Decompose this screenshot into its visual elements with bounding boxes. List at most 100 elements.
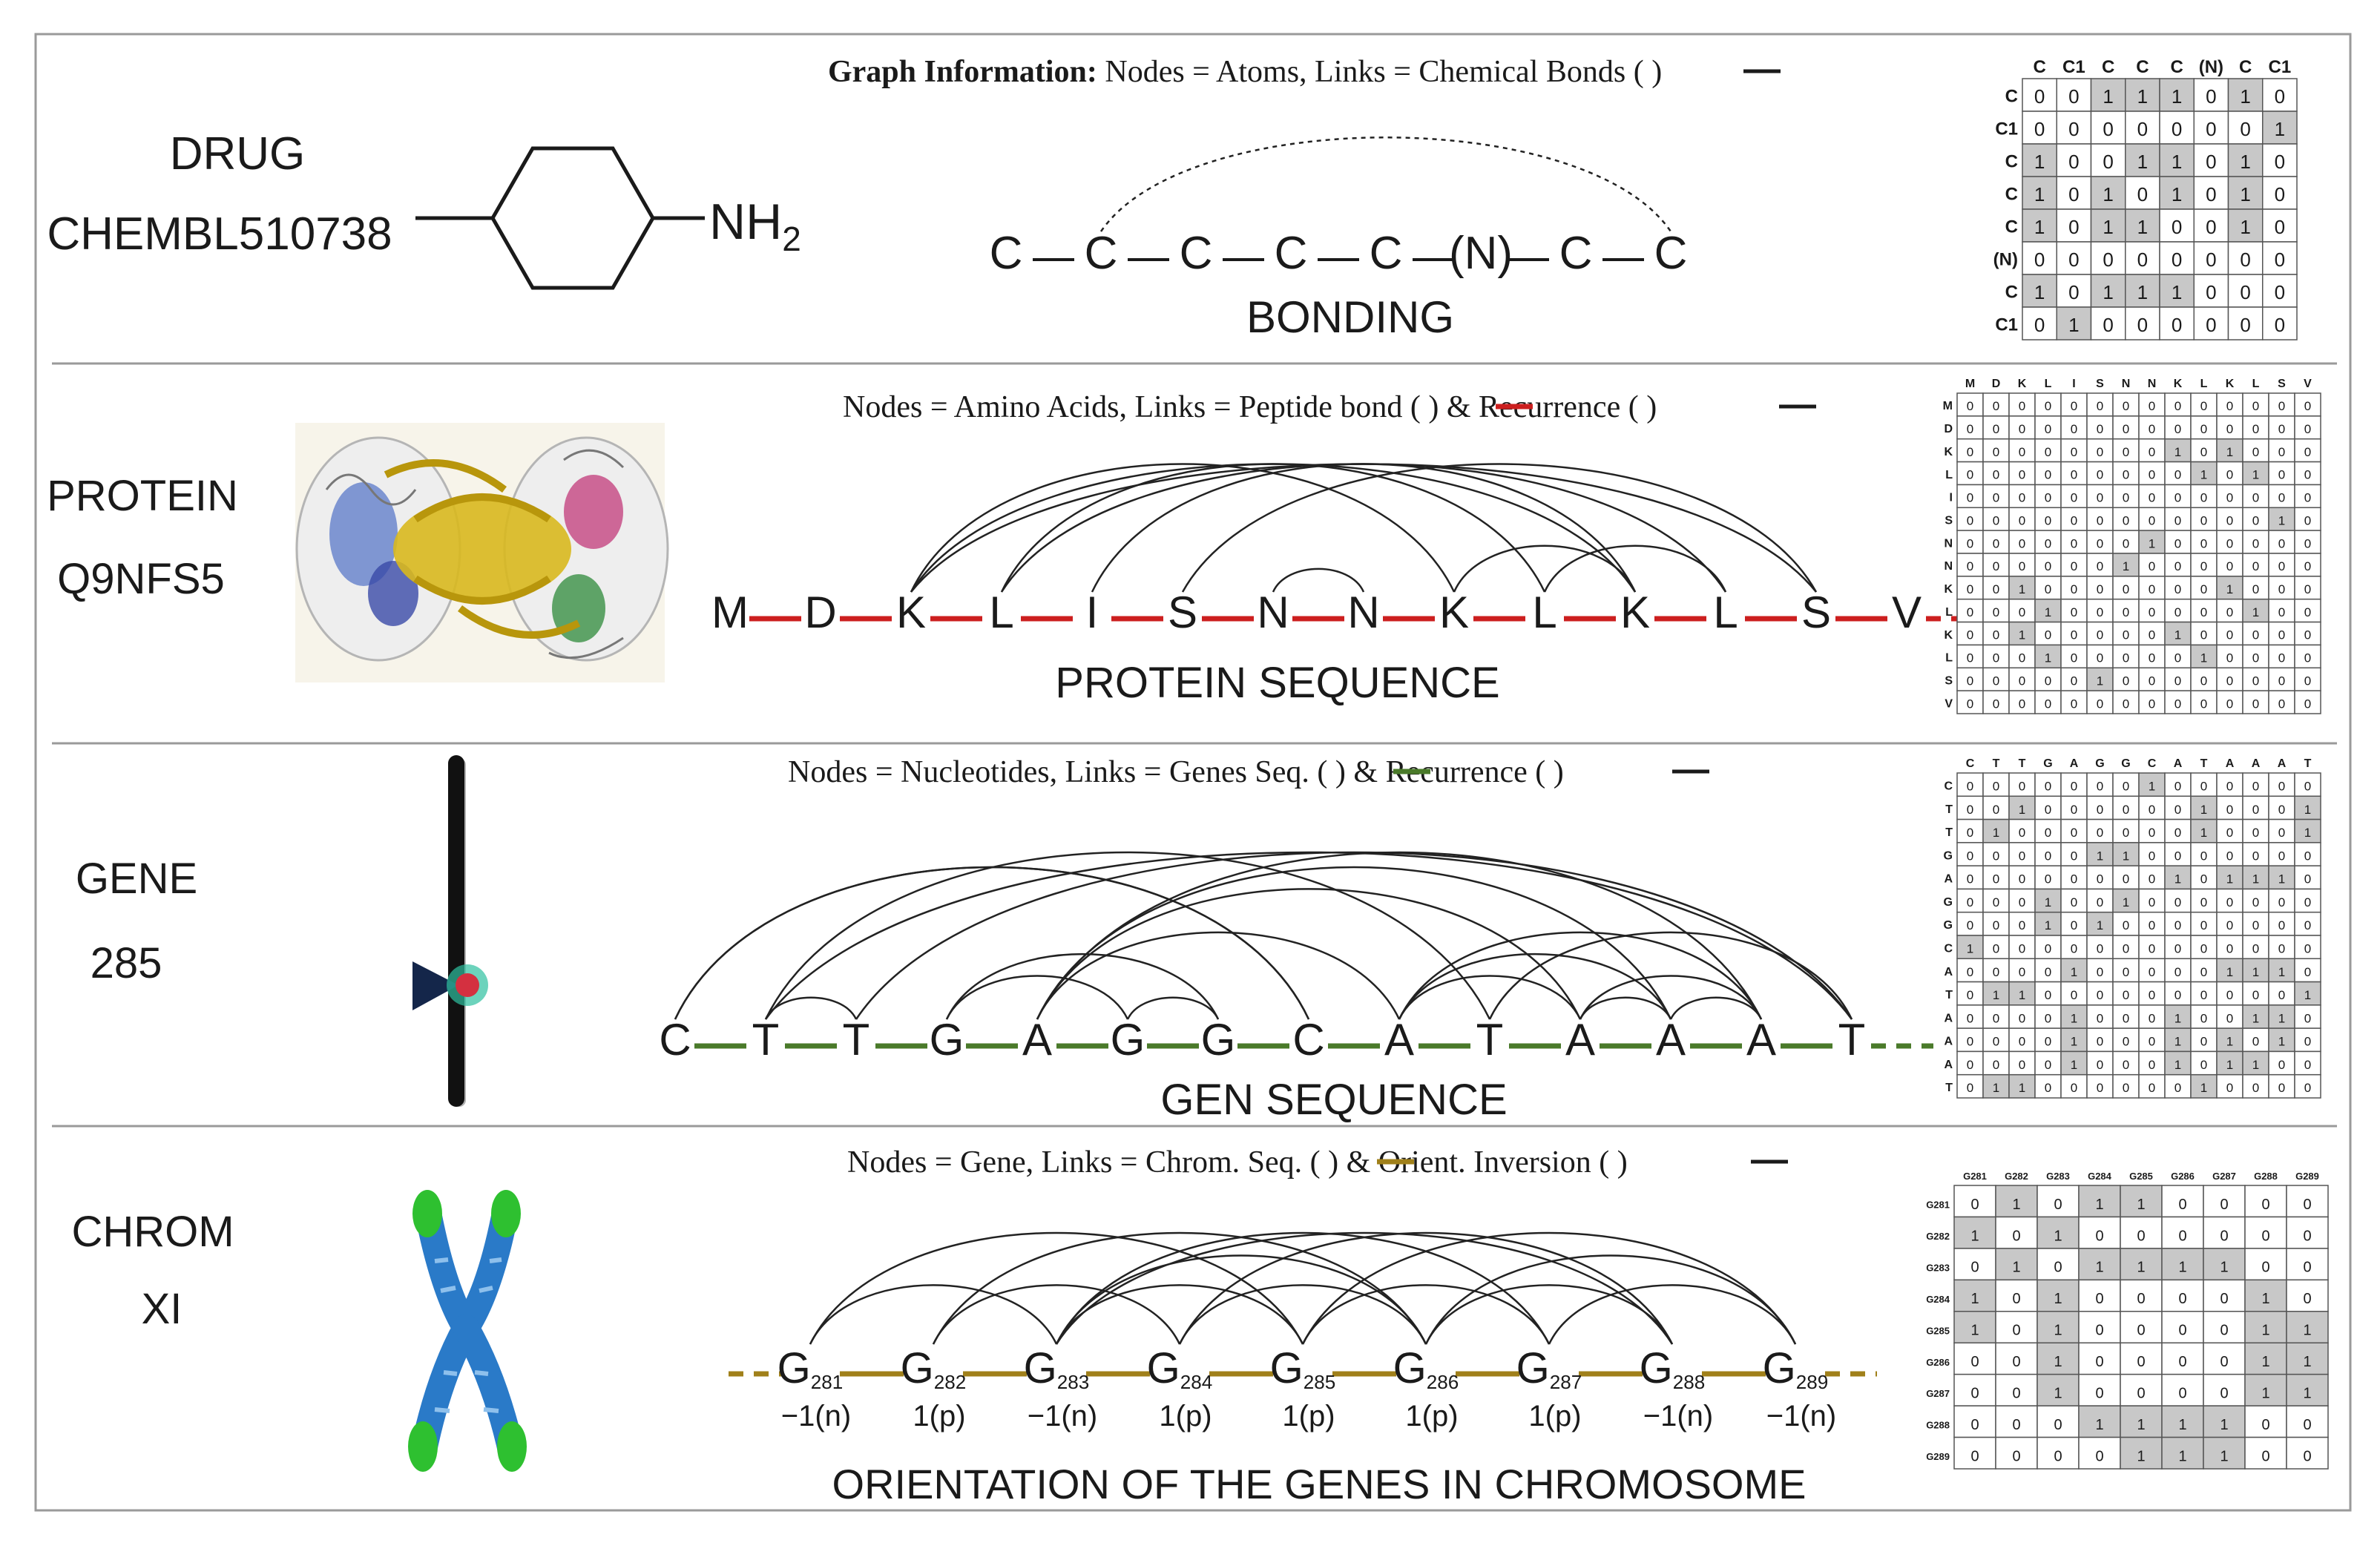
matrix-cell-value: 0	[2019, 1058, 2025, 1072]
matrix-cell	[2216, 1004, 2243, 1029]
recurrence-arc	[1548, 1284, 1797, 1345]
matrix-cell	[2138, 415, 2166, 440]
matrix-cell	[2203, 1405, 2246, 1438]
matrix-cell	[2138, 842, 2166, 866]
matrix-row-label: G287	[1926, 1388, 1950, 1399]
matrix-cell-value: 0	[2149, 941, 2155, 955]
matrix-cell	[2164, 598, 2192, 623]
gene-locus-marker-icon	[412, 755, 488, 1107]
matrix-cell-value: 1	[2103, 85, 2113, 108]
matrix-cell-value: 0	[2123, 826, 2129, 840]
matrix-cell	[2190, 865, 2218, 890]
matrix-cell	[2090, 176, 2126, 210]
matrix-cell	[2159, 78, 2195, 112]
sequence-node: S	[1801, 588, 1831, 637]
matrix-cell-value: 0	[2123, 536, 2129, 550]
matrix-cell	[1956, 1050, 1984, 1076]
matrix-cell-value: 0	[2034, 85, 2045, 108]
matrix-cell-value: 0	[2226, 941, 2233, 955]
matrix-cell-value: 0	[2045, 513, 2051, 527]
matrix-cell	[2268, 795, 2295, 820]
matrix-cell-value: 0	[2019, 872, 2025, 886]
matrix-cell	[2022, 143, 2057, 177]
matrix-cell	[2008, 690, 2036, 714]
matrix-cell-value: 0	[1967, 491, 1973, 505]
matrix-cell	[1956, 1027, 1984, 1053]
matrix-cell-value: 0	[2045, 536, 2051, 550]
recurrence-arc	[932, 1284, 1181, 1345]
matrix-cell-value: 0	[2275, 151, 2285, 173]
matrix-cell-value: 0	[2097, 1011, 2103, 1025]
matrix-cell	[2294, 795, 2321, 820]
matrix-cell-value: 0	[2071, 628, 2077, 642]
gene-orientation-label: 1(p)	[1528, 1400, 1581, 1432]
matrix-cell	[2242, 1073, 2269, 1099]
matrix-cell-value: 1	[2252, 468, 2259, 482]
matrix-row-label: G	[1944, 849, 1953, 862]
matrix-cell	[1953, 1405, 1996, 1438]
matrix-cell	[2268, 1027, 2295, 1053]
matrix-cell-value: 1	[2252, 1058, 2259, 1072]
matrix-cell-value: 0	[2097, 1035, 2103, 1049]
matrix-cell	[2190, 1050, 2218, 1076]
matrix-cell-value: 0	[2304, 513, 2311, 527]
recurrence-arc	[1301, 1284, 1551, 1345]
matrix-cell	[2138, 958, 2166, 983]
matrix-cell-value: 0	[2174, 422, 2181, 436]
matrix-cell-value: 0	[2261, 1197, 2269, 1213]
matrix-cell-value: 0	[2200, 674, 2207, 688]
matrix-row-label: G284	[1926, 1294, 1950, 1305]
gene-orientation-label: −1(n)	[1643, 1400, 1714, 1432]
matrix-cell-value: 0	[2275, 216, 2285, 238]
matrix-cell-value: 1	[2097, 849, 2103, 863]
matrix-cell	[2161, 1342, 2204, 1375]
matrix-cell-value: 0	[2304, 1058, 2311, 1072]
matrix-cell-value: 0	[2226, 988, 2233, 1002]
recurrence-arc	[1543, 545, 1727, 593]
matrix-cell-value: 0	[2012, 1291, 2020, 1307]
matrix-cell	[2161, 1279, 2204, 1312]
matrix-cell-value: 0	[2097, 536, 2103, 550]
matrix-col-label: G283	[2046, 1171, 2070, 1182]
matrix-cell	[2244, 1248, 2287, 1281]
matrix-cell-value: 1	[2278, 1035, 2285, 1049]
recurrence-arc	[1055, 1254, 1427, 1345]
matrix-cell-value: 1	[2172, 85, 2182, 108]
matrix-cell-value: 1	[1970, 1228, 1979, 1244]
matrix-cell	[2138, 598, 2166, 623]
matrix-cell-value: 1	[2045, 605, 2051, 619]
matrix-cell	[2190, 1004, 2218, 1029]
recurrence-arc	[1178, 1231, 1674, 1345]
matrix-cell-value: 1	[2240, 183, 2250, 205]
matrix-cell	[1982, 842, 2010, 866]
matrix-cell-value: 0	[2137, 249, 2148, 271]
matrix-cell-value: 1	[2095, 1197, 2103, 1213]
matrix-row-label: D	[1944, 423, 1953, 435]
matrix-cell-value: 0	[2252, 941, 2259, 955]
matrix-cell-value: 0	[2206, 281, 2216, 303]
matrix-cell-value: 0	[2123, 582, 2129, 596]
matrix-cell-value: 0	[2045, 849, 2051, 863]
matrix-cell-value: 0	[2123, 422, 2129, 436]
matrix-cell-value: 0	[2149, 1035, 2155, 1049]
matrix-cell-value: 0	[2068, 216, 2079, 238]
sequence-node: L	[1532, 588, 1556, 637]
matrix-cell	[2060, 981, 2088, 1006]
matrix-col-label: D	[1992, 378, 2001, 390]
matrix-col-label: A	[2174, 757, 2183, 770]
matrix-row-label: N	[1944, 537, 1953, 550]
sequence-node: C	[1275, 228, 1308, 279]
matrix-cell-value: 0	[1993, 628, 1999, 642]
matrix-cell	[2242, 888, 2269, 913]
matrix-cell-value: 0	[2019, 941, 2025, 955]
matrix-cell	[2216, 667, 2243, 691]
matrix-cell-value: 0	[2304, 651, 2311, 665]
matrix-cell	[2120, 1216, 2163, 1249]
matrix-cell	[2193, 208, 2229, 243]
matrix-cell-value: 0	[2012, 1386, 2020, 1402]
matrix-cell-value: 0	[1967, 872, 1973, 886]
matrix-cell-value: 0	[2278, 941, 2285, 955]
matrix-cell-value: 0	[2278, 849, 2285, 863]
matrix-cell-value: 0	[2278, 697, 2285, 711]
matrix-cell-value: 0	[2071, 674, 2077, 688]
